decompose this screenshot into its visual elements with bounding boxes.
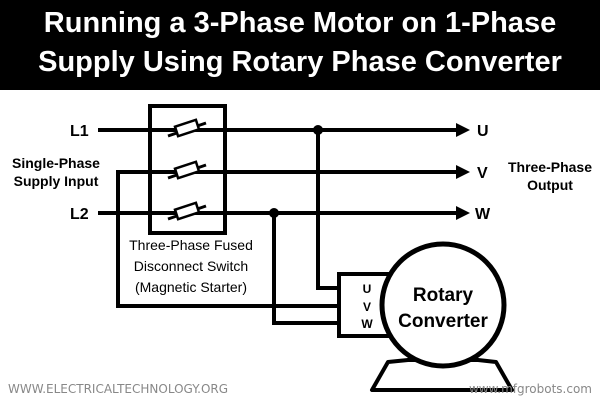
output-w-label: W (475, 206, 491, 223)
wire-v-to-converter (116, 170, 347, 308)
supply-label-line-2: Supply Input (14, 173, 99, 189)
disconnect-switch-box (148, 104, 227, 235)
l1-label: L1 (70, 123, 89, 140)
wire-w-to-converter (272, 211, 347, 325)
wire-u-to-converter (316, 128, 347, 290)
footer-website-left: WWW.ELECTRICALTECHNOLOGY.ORG (8, 382, 228, 396)
rotary-converter-circle (379, 241, 507, 369)
junction-dot-u (313, 125, 323, 135)
terminal-u-label: U (363, 282, 372, 296)
supply-label-line-1: Single-Phase (12, 155, 100, 171)
fuse-l2 (167, 201, 207, 221)
output-v-label: V (477, 165, 488, 182)
footer-website-right: www.mfgrobots.com (469, 382, 592, 396)
terminal-v-label: V (363, 300, 371, 314)
junction-dot-w (269, 208, 279, 218)
arrow-u (456, 123, 470, 137)
fuse-v (167, 160, 207, 180)
converter-base (370, 358, 514, 392)
arrow-w (456, 206, 470, 220)
output-label-line-2: Output (527, 177, 573, 193)
l2-label: L2 (70, 206, 89, 223)
title-line-1: Running a 3-Phase Motor on 1-Phase (43, 7, 557, 39)
output-label-line-1: Three-Phase (508, 159, 592, 175)
switch-label-line-1: Three-Phase Fused (129, 237, 253, 253)
switch-label-line-3: (Magnetic Starter) (135, 279, 247, 295)
converter-label-line-2: Converter (398, 311, 488, 332)
output-u-label: U (477, 123, 489, 140)
converter-label-line-1: Rotary (413, 285, 474, 306)
switch-label-line-2: Disconnect Switch (134, 258, 248, 274)
title-banner: Running a 3-Phase Motor on 1-Phase Suppl… (0, 0, 600, 90)
fuse-l1 (167, 118, 207, 138)
arrow-v (456, 165, 470, 179)
title-line-2: Supply Using Rotary Phase Converter (38, 46, 562, 78)
terminal-w-label: W (361, 317, 373, 331)
wiring-diagram: L1 L2 Single-Phase Supply Input U V W Th… (8, 104, 592, 396)
